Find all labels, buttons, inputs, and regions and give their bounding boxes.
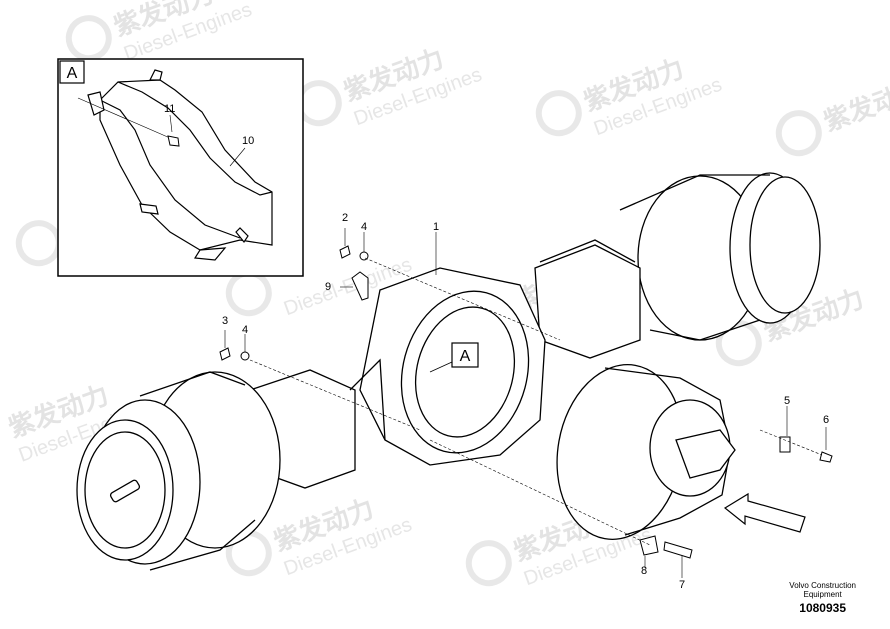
callout-11: 11 [164,103,175,115]
callout-9: 9 [325,281,331,293]
callout-1: 1 [433,221,439,233]
callout-8: 8 [641,565,647,577]
detail-box-label: A [67,65,78,82]
washer-4-lower [240,351,250,361]
part-number: 1080935 [799,601,846,615]
cover-plate [87,69,273,261]
bolt-7 [663,541,693,559]
drawing-caption: Volvo Construction Equipment 1080935 [789,581,856,615]
callout-7: 7 [679,579,685,591]
screw-2 [339,245,351,259]
brand-line-2: Equipment [803,590,842,599]
callout-10: 10 [242,135,254,147]
breather-pipe [351,271,369,301]
screw-6 [819,451,833,463]
svg-text:A: A [460,348,471,365]
plate-5 [779,436,791,453]
brand-line-1: Volvo Construction [789,581,856,590]
callout-6: 6 [823,414,829,426]
callout-4-lower: 4 [242,324,248,336]
callout-5: 5 [784,395,790,407]
differential-carrier [556,364,736,540]
callout-2: 2 [342,212,348,224]
svg-text:紫发动力: 紫发动力 [820,73,890,138]
direction-arrow [723,492,806,533]
screw-detail [77,97,180,147]
pin-8 [639,535,659,556]
screw-3 [219,347,231,361]
view-marker-a: A [429,342,479,373]
callout-labels: 1 2 4 9 3 4 5 6 8 7 10 11 [164,103,829,591]
callout-4-upper: 4 [361,221,367,233]
callout-3: 3 [222,315,228,327]
leader-lines [224,228,827,578]
detail-view-a: A [57,58,304,277]
small-parts [219,245,833,559]
